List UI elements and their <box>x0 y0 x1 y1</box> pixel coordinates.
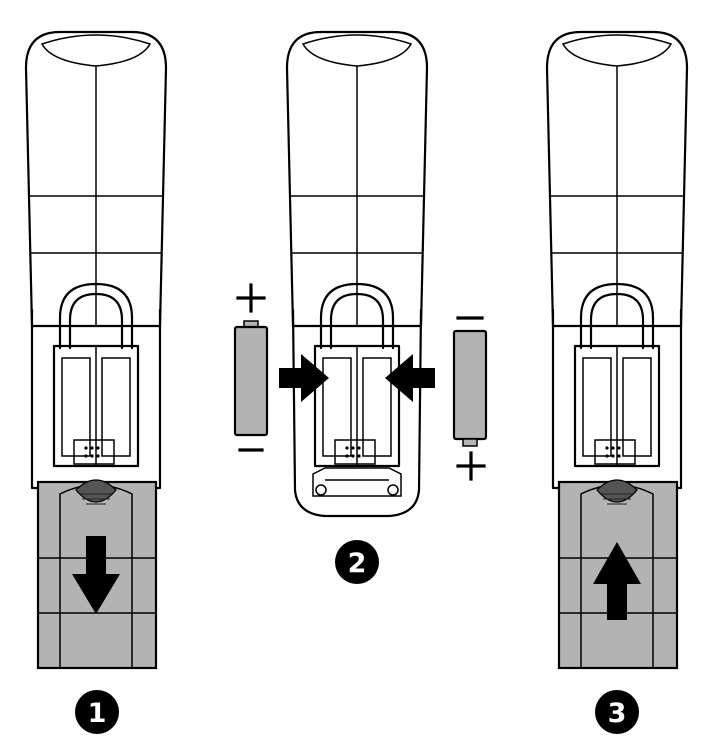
grip-icon <box>596 479 638 505</box>
remote-panel-1 <box>24 30 168 670</box>
step-number-2: 2 <box>348 548 367 579</box>
plus-icon <box>456 451 486 481</box>
step-number-1: 1 <box>88 698 107 729</box>
plus-icon <box>236 283 266 313</box>
arrow-left-icon <box>385 354 435 402</box>
step-badge-2: 2 <box>335 540 379 584</box>
battery-left <box>233 283 269 452</box>
step-badge-1: 1 <box>75 690 119 734</box>
arrow-down-icon <box>72 536 120 614</box>
arrow-right-icon <box>279 354 329 402</box>
battery-icon <box>233 325 269 437</box>
remote-panel-3 <box>545 30 689 670</box>
grip-icon <box>75 479 117 505</box>
step-badge-3: 3 <box>595 690 639 734</box>
step-number-3: 3 <box>608 698 627 729</box>
remote-panel-2 <box>279 30 435 518</box>
battery-right <box>452 316 488 481</box>
arrow-up-icon <box>593 542 641 620</box>
battery-icon <box>452 329 488 441</box>
